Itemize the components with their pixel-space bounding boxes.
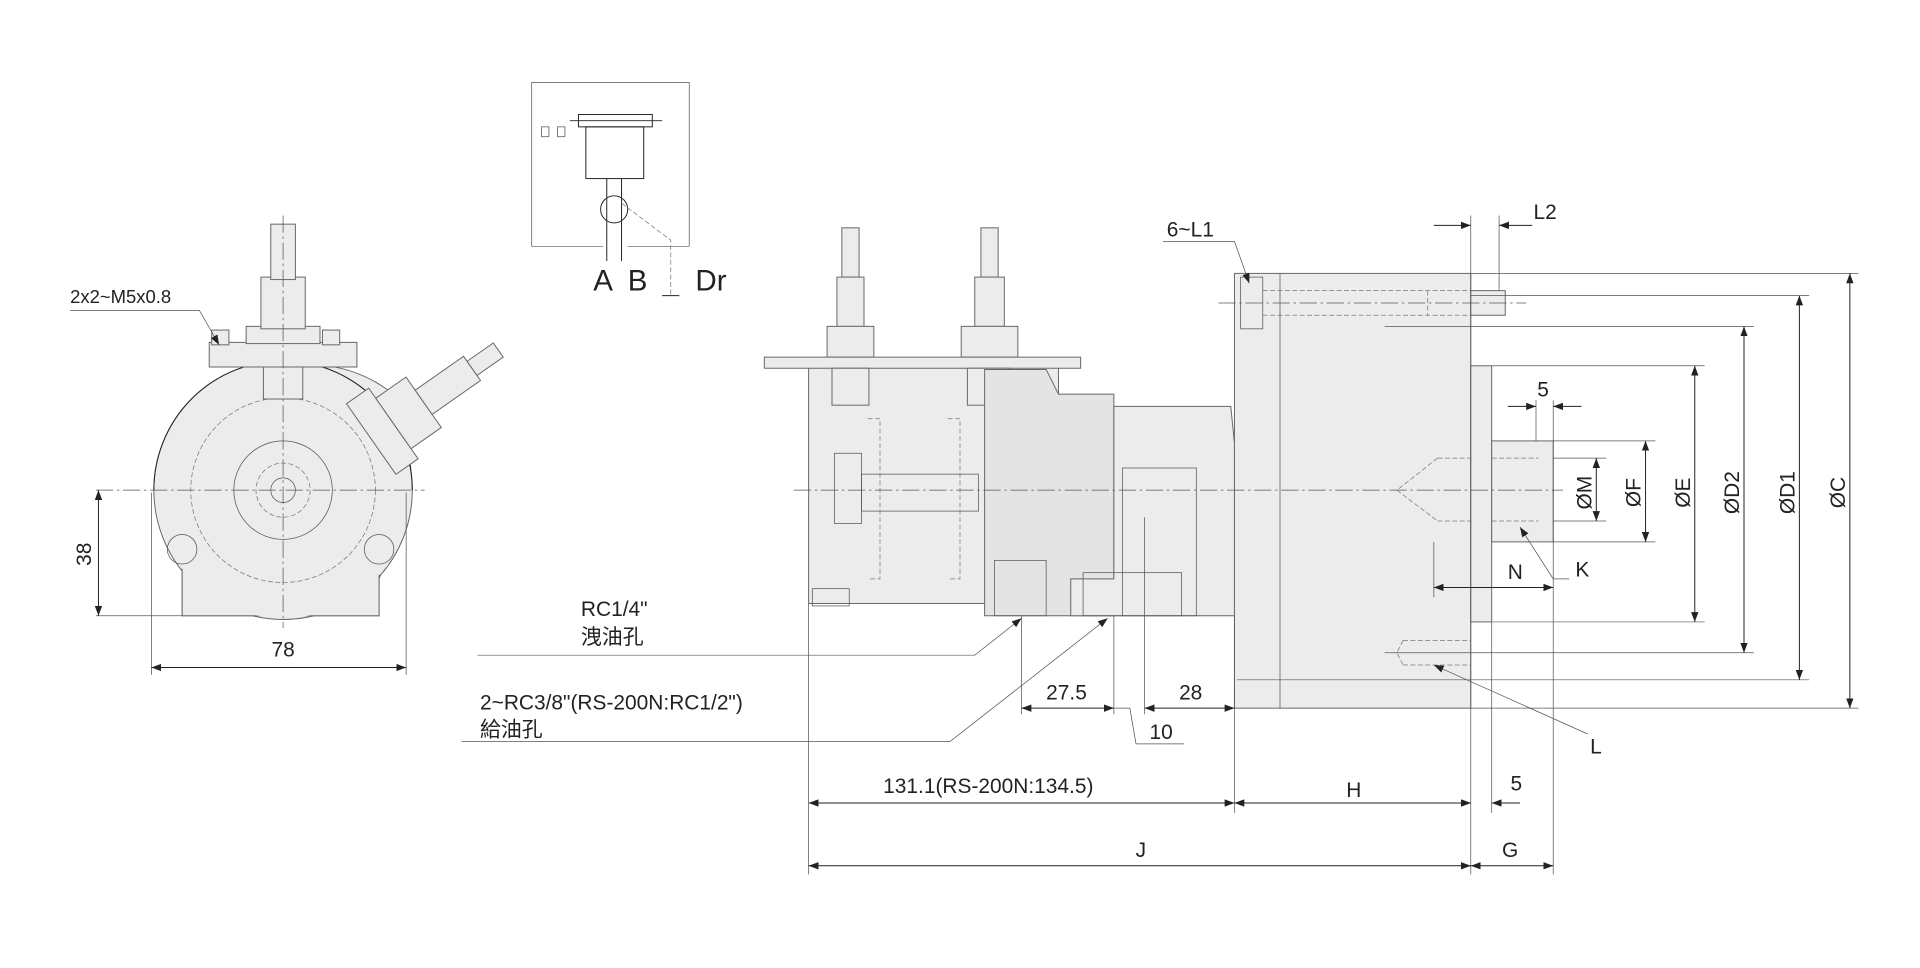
diameter-dimensions: ØM ØF ØE ØD2 ØD1 ØC bbox=[1236, 273, 1859, 709]
port-a-label: A bbox=[593, 265, 613, 298]
dim-38: 38 bbox=[73, 543, 96, 566]
dim-5-bottom: 5 bbox=[1510, 773, 1522, 796]
dim-5-top: 5 bbox=[1537, 379, 1549, 402]
dim-k: K bbox=[1575, 558, 1589, 581]
dim-27-5: 27.5 bbox=[1046, 682, 1087, 705]
port-dr-label: Dr bbox=[695, 265, 726, 298]
drain-port-cn: 洩油孔 bbox=[581, 626, 644, 649]
dim-l: L bbox=[1590, 736, 1602, 759]
dim-28: 28 bbox=[1179, 682, 1202, 705]
thread-label: 2x2~M5x0.8 bbox=[70, 286, 171, 307]
port-b-label: B bbox=[628, 265, 648, 298]
drain-port-label: RC1/4" bbox=[581, 598, 648, 621]
dia-d1: ØD1 bbox=[1776, 471, 1799, 514]
dim-78: 78 bbox=[271, 638, 294, 661]
dia-c: ØC bbox=[1827, 477, 1850, 508]
dim-10: 10 bbox=[1150, 721, 1173, 744]
dim-g: G bbox=[1502, 839, 1518, 862]
dim-length: 131.1(RS-200N:134.5) bbox=[883, 775, 1093, 798]
front-view: 38 78 2x2~M5x0.8 bbox=[70, 215, 504, 675]
dim-l1: 6~L1 bbox=[1167, 218, 1214, 241]
hydraulic-symbol: A B Dr bbox=[531, 82, 727, 298]
dia-f: ØF bbox=[1623, 478, 1646, 507]
dim-l2: L2 bbox=[1534, 201, 1557, 224]
side-view: ØM ØF ØE ØD2 ØD1 ØC L2 6~L bbox=[461, 201, 1859, 875]
dim-h: H bbox=[1346, 779, 1361, 802]
dia-m: ØM bbox=[1573, 476, 1596, 510]
dim-n: N bbox=[1508, 561, 1523, 584]
supply-port-cn: 給油孔 bbox=[480, 718, 543, 741]
supply-port-label: 2~RC3/8"(RS-200N:RC1/2") bbox=[480, 691, 743, 714]
dia-e: ØE bbox=[1672, 477, 1695, 507]
dia-d2: ØD2 bbox=[1721, 471, 1744, 514]
dim-j: J bbox=[1136, 839, 1146, 862]
